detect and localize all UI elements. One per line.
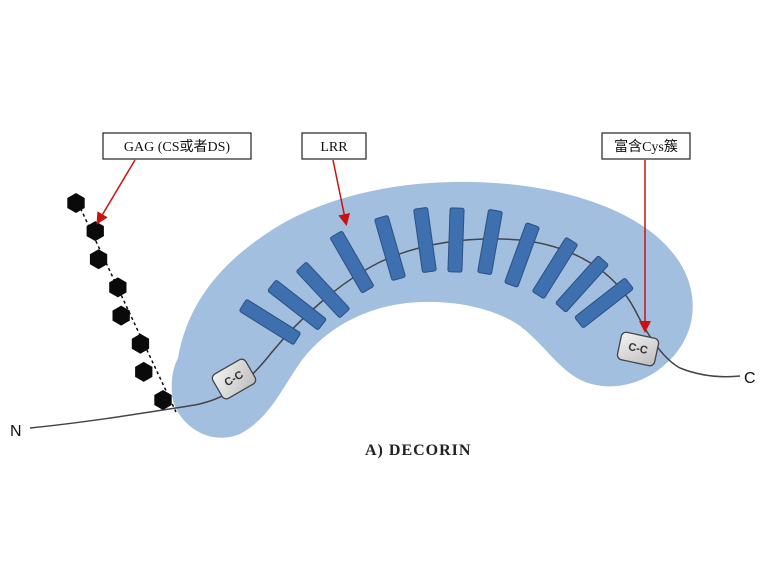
callout-cys-cluster-text: 富含Cys簇 (614, 138, 678, 155)
lrr-repeat (555, 255, 609, 313)
n-terminus-label: N (10, 423, 22, 440)
gag-unit (67, 193, 85, 213)
gag-arrow (96, 159, 136, 225)
lrr-repeat (574, 278, 634, 328)
lrr-repeat (504, 222, 540, 288)
gag-chain (67, 193, 177, 413)
gag-unit (86, 221, 104, 242)
lrr-repeat-group (239, 207, 634, 345)
diagram-title: A) DECORIN (365, 442, 471, 459)
gag-unit (154, 390, 172, 410)
callout-gag: GAG (CS或者DS) (96, 132, 252, 225)
gag-unit (131, 333, 150, 354)
disulfide-box-n: C-C (211, 358, 257, 400)
gag-unit (109, 277, 127, 298)
lrr-repeat (413, 207, 437, 273)
lrr-repeat (267, 280, 327, 330)
c-terminus-label: C (744, 370, 756, 387)
callout-lrr: LRR (301, 132, 367, 226)
gag-unit (135, 361, 153, 382)
lrr-repeat (296, 262, 350, 318)
callout-cys-cluster: 富含Cys簇 (601, 132, 691, 333)
lrr-arrow (332, 159, 351, 226)
callout-gag-text: GAG (CS或者DS) (124, 139, 231, 155)
lrr-repeat (330, 231, 374, 293)
lrr-repeat (532, 237, 578, 299)
lrr-repeat (477, 209, 503, 275)
lrr-repeat (374, 215, 406, 281)
lrr-repeat (447, 207, 465, 273)
gag-unit (89, 249, 108, 270)
disulfide-box-c: C-C (616, 331, 660, 367)
disulfide-label-c: C-C (627, 341, 649, 357)
gag-unit (112, 305, 130, 326)
callout-lrr-text: LRR (320, 140, 348, 155)
lrr-repeat (239, 299, 301, 345)
